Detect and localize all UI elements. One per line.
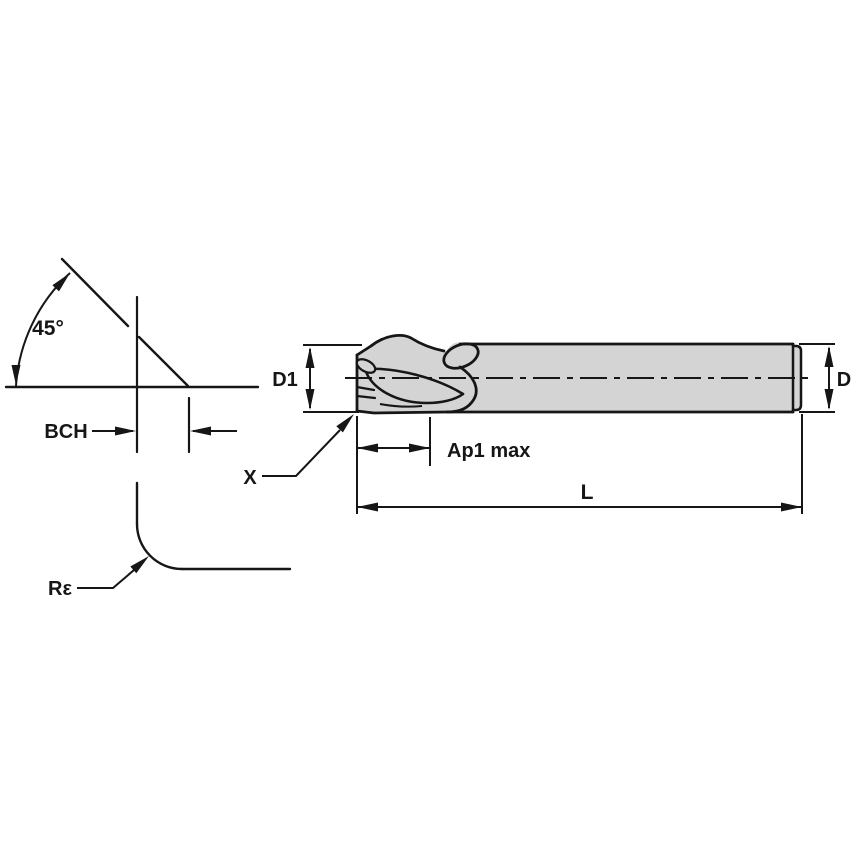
d1-dimension: D1 (272, 344, 362, 413)
end-chamfer-fill (793, 346, 801, 410)
chamfer-edge-line (60, 257, 190, 388)
bch-arrowhead-right (190, 426, 211, 436)
x-arrowhead (336, 414, 354, 433)
l-arrowhead-left (357, 502, 378, 512)
arc-arrowhead-top (52, 273, 70, 292)
chamfer-angle-detail: 45° (4, 257, 260, 389)
l-dimension: L (357, 414, 803, 514)
bch-label: BCH (44, 421, 87, 443)
l-arrowhead-right (781, 502, 802, 512)
tip-facet-line-upper (355, 385, 376, 392)
corner-radius-arc (135, 522, 184, 571)
ap1-arrowhead-left (357, 443, 378, 453)
corner-radius-leader (77, 569, 135, 589)
arc-arrowhead-bottom (11, 365, 21, 385)
end-mill-drawing (345, 334, 810, 415)
l-label: L (581, 481, 594, 504)
x-leader-line (262, 429, 341, 477)
x-label: X (243, 467, 257, 489)
flute-top-lobe-edge (369, 334, 446, 353)
corner-radius-arrowhead (130, 556, 149, 574)
d-label: D (837, 369, 851, 391)
flute-face-lens-lower-curve (363, 367, 465, 405)
bch-dimension: BCH (44, 295, 237, 454)
ap1-arrowhead-right (409, 443, 430, 453)
tip-facet-line-lower (355, 394, 377, 400)
bch-arrowhead-left (115, 426, 136, 436)
corner-radius-detail: Rε (48, 481, 292, 600)
d-dimension: D (799, 343, 851, 413)
end-chamfer-outer-edge (791, 344, 803, 412)
d1-arrowhead-top (305, 347, 315, 368)
ap1-label: Ap1 max (447, 440, 530, 462)
d-arrowhead-bottom (824, 389, 834, 410)
ap1-dimension: Ap1 max (356, 416, 530, 514)
tool-bottom-edge (355, 409, 795, 415)
corner-radius-label: Rε (48, 578, 72, 600)
tip-facet-loop (355, 358, 377, 374)
x-callout: X (243, 414, 354, 489)
d1-label: D1 (272, 369, 298, 391)
d1-arrowhead-bottom (305, 389, 315, 410)
angle-label: 45° (32, 317, 64, 340)
d-arrowhead-top (824, 346, 834, 367)
second-flute-loop (442, 342, 480, 370)
tip-chamfer-edge (355, 344, 373, 357)
flute-lower-helix-line (379, 403, 423, 408)
